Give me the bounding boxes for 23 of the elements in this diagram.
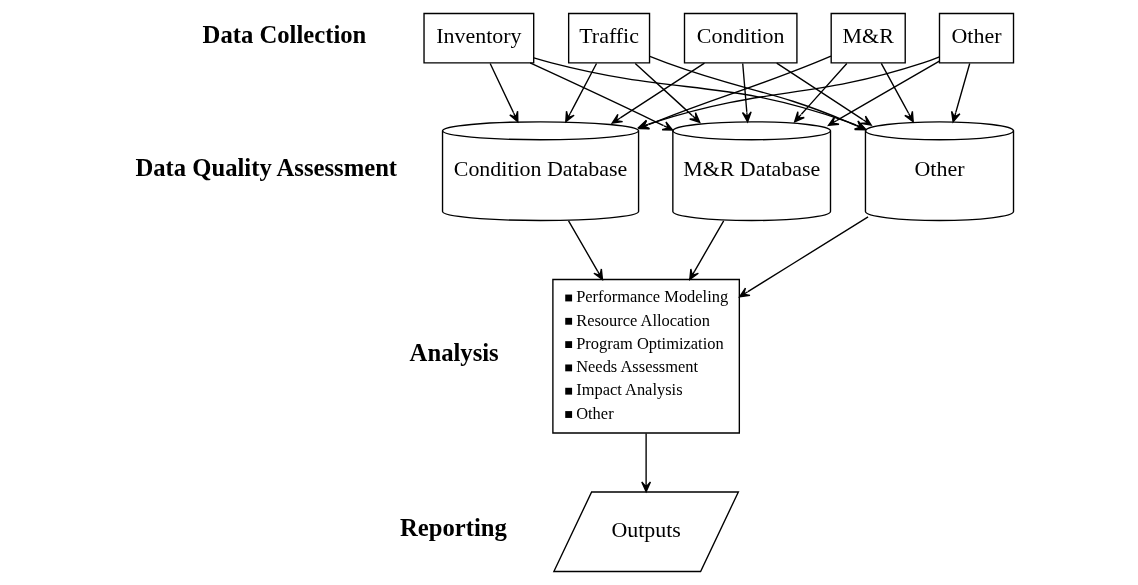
arrow — [634, 62, 701, 123]
arrow — [565, 62, 598, 123]
arrow — [641, 432, 652, 493]
arrow — [880, 62, 914, 123]
label: Data Quality Assessment — [135, 153, 398, 181]
label: Data Collection — [202, 20, 367, 48]
node-box: Other — [938, 12, 1015, 64]
arrow — [827, 60, 941, 126]
node-box: M&R — [830, 12, 906, 64]
arrow — [741, 62, 752, 123]
arrow — [793, 62, 848, 123]
arrow — [689, 220, 725, 281]
node-box: Performance Modeling Resource Allocation Program Optimization Needs Assessment Impact Analysis Other — [552, 278, 741, 434]
arrow — [738, 216, 869, 298]
node-box: Inventory — [423, 12, 535, 64]
arrow — [611, 62, 706, 124]
arrow — [776, 62, 872, 126]
arrow — [950, 62, 971, 123]
label: Analysis — [409, 338, 499, 366]
label: Reporting — [400, 514, 507, 542]
node-box: Traffic — [567, 12, 651, 64]
node-box: Condition — [683, 12, 798, 64]
arrow — [567, 220, 604, 281]
